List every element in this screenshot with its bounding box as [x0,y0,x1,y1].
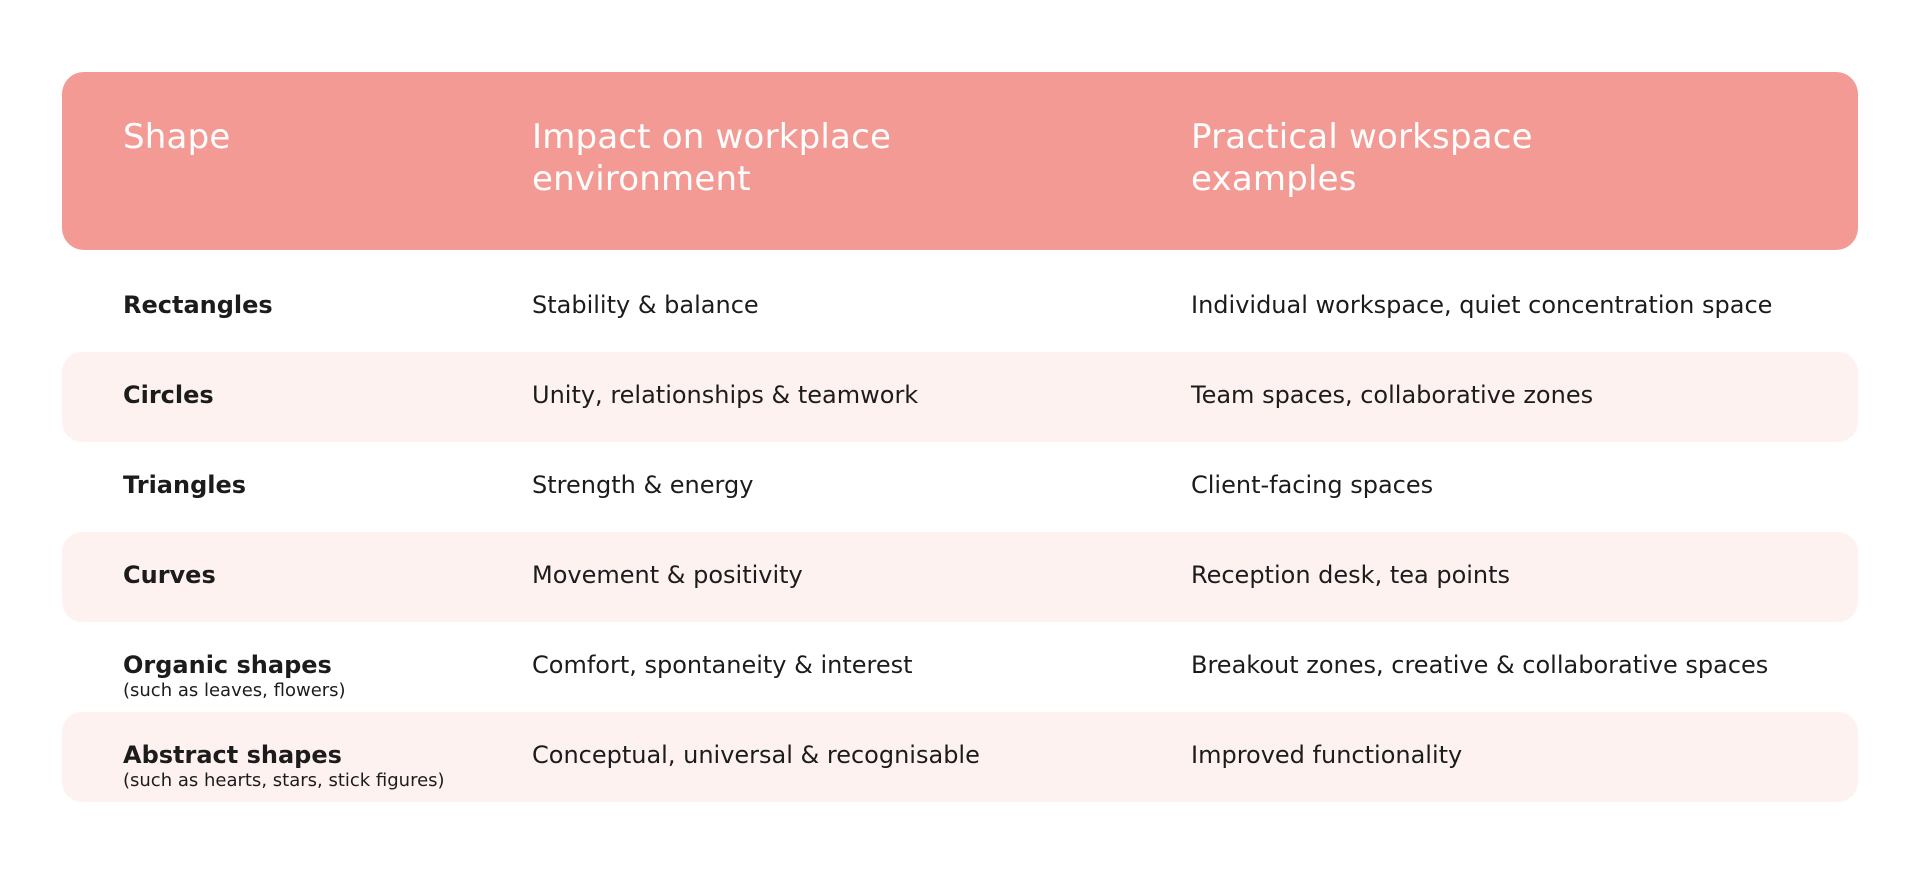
impact-cell: Movement & positivity [532,561,803,589]
shape-cell: Rectangles [123,290,503,320]
examples-cell: Individual workspace, quiet concentratio… [1191,291,1773,319]
shape-note: (such as hearts, stars, stick figures) [123,770,445,791]
impact-cell: Unity, relationships & teamwork [532,381,919,409]
header-shape: Shape [123,117,231,157]
shape-cell: Abstract shapes (such as hearts, stars, … [123,740,503,792]
header-examples: Practical workspace examples [1191,117,1533,199]
table-row: Rectangles Stability & balance Individua… [62,262,1858,352]
examples-cell: Client-facing spaces [1191,471,1434,499]
shape-name: Triangles [123,471,247,499]
impact-cell: Stability & balance [532,291,759,319]
impact-cell: Comfort, spontaneity & interest [532,651,913,679]
shape-cell: Curves [123,560,503,590]
table-header: Shape Impact on workplace environment Pr… [62,72,1858,250]
shape-cell: Triangles [123,470,503,500]
header-impact: Impact on workplace environment [532,117,892,199]
table-row: Abstract shapes (such as hearts, stars, … [62,712,1858,802]
table-body: Rectangles Stability & balance Individua… [62,262,1858,802]
table-row: Organic shapes (such as leaves, flowers)… [62,622,1858,712]
shape-name: Abstract shapes [123,741,342,769]
shape-note: (such as leaves, flowers) [123,680,346,701]
shape-cell: Organic shapes (such as leaves, flowers) [123,650,503,702]
impact-cell: Conceptual, universal & recognisable [532,741,980,769]
table-row: Circles Unity, relationships & teamwork … [62,352,1858,442]
examples-cell: Breakout zones, creative & collaborative… [1191,651,1769,679]
table-row: Curves Movement & positivity Reception d… [62,532,1858,622]
shape-cell: Circles [123,380,503,410]
examples-cell: Team spaces, collaborative zones [1191,381,1594,409]
shape-name: Organic shapes [123,651,332,679]
table-row: Triangles Strength & energy Client-facin… [62,442,1858,532]
impact-cell: Strength & energy [532,471,754,499]
shapes-table: Shape Impact on workplace environment Pr… [62,72,1858,802]
examples-cell: Improved functionality [1191,741,1463,769]
examples-cell: Reception desk, tea points [1191,561,1511,589]
shape-name: Curves [123,561,216,589]
shape-name: Rectangles [123,291,273,319]
shape-name: Circles [123,381,214,409]
